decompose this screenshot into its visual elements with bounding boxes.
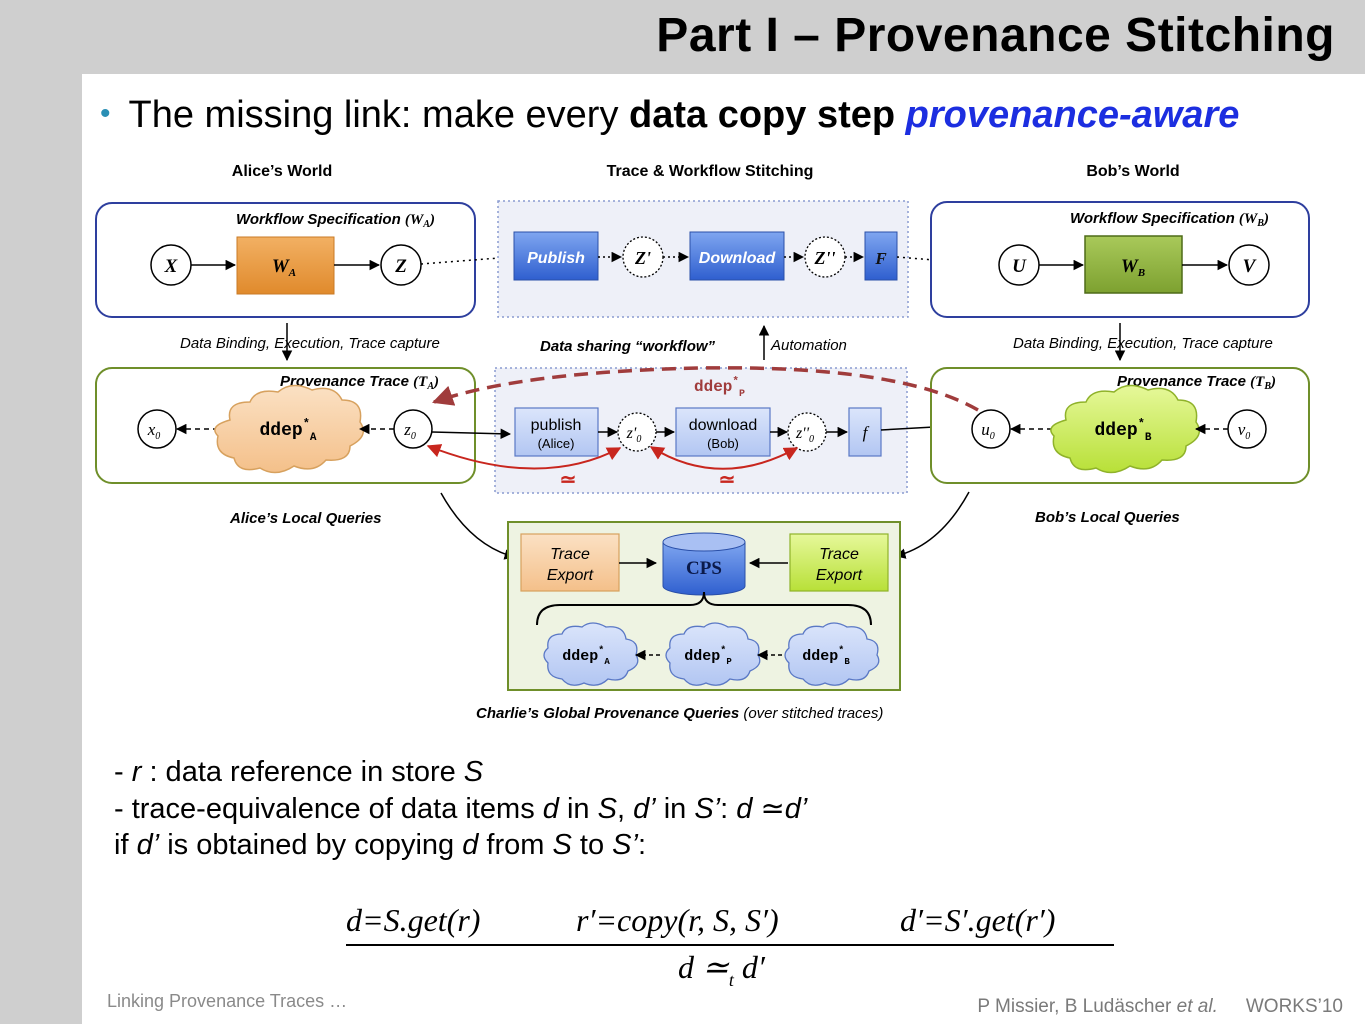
node-z-prime-0-label: z'0 [626,425,642,445]
node-z0-label: z0 [403,420,416,442]
equivalence-arc-left [426,444,622,470]
cps-brace [536,591,872,626]
premise-get-prime: d′=S′.get(r′) [900,902,1055,938]
svg-text:F: F [874,249,887,268]
bullet-text: The missing link: make every [128,94,630,136]
equivalence-arc-right [649,446,799,470]
bullet-point: • The missing link: make every data copy … [100,94,1239,137]
footer-title: Linking Provenance Traces … [107,991,348,1011]
cloud-ddep-b-label: ddep*B [802,645,850,667]
f-trace-box [848,407,882,457]
svg-text:Trace: Trace [819,546,859,563]
automation-label: Automation [770,337,847,354]
node-wa-label: WA [272,256,296,279]
node-v0-label: v0 [1238,420,1251,442]
premise-get: d=S.get(r) [346,902,480,938]
conclusion: d ≃t d′ [678,949,766,990]
stitching-heading: Trace & Workflow Stitching [607,163,814,180]
bullet-emphasis: provenance-aware [905,94,1240,136]
alice-wf-spec-label: Workflow Specification (WA) [236,211,435,230]
node-u0 [971,409,1011,449]
equiv-symbol-left: ≃ [560,469,577,491]
premise-copy: r′=copy(r, S, S′) [576,902,779,938]
svg-text:Z'': Z'' [814,248,836,268]
node-x0-label: x0 [147,420,161,442]
svg-text:Publish: Publish [527,250,585,267]
svg-text:(Bob): (Bob) [707,436,739,451]
svg-text:download: download [689,417,758,434]
trace-export-a [520,533,620,592]
svg-text:V: V [1243,256,1257,277]
cloud-ddep-p [665,622,761,686]
note-line-1: - r : data reference in store S [114,756,484,788]
notes-text: - r : data reference in store S - trace-… [114,754,807,864]
svg-text:Download: Download [699,250,777,267]
node-z-double-prime-0-label: z''0 [795,425,814,445]
ddep-a-label: ddep*A [259,417,316,444]
cloud-ddep-p-label: ddep*P [684,645,732,667]
bob-wf-spec-label: Workflow Specification (WB) [1070,210,1269,229]
global-queries-label: Charlie’s Global Provenance Queries (ove… [476,705,883,722]
ddep-p-arc [432,366,979,412]
svg-text:Export: Export [816,567,863,584]
publish-box [513,231,599,281]
ddep-a-cloud [214,384,365,474]
data-sharing-label: Data sharing “workflow” [540,338,716,355]
svg-text:publish: publish [531,417,582,434]
bob-local-queries: Bob’s Local Queries [1035,509,1180,526]
footer-credits: P Missier, B Ludäscher et al.WORKS’10 [977,996,1343,1017]
alice-local-queries: Alice’s Local Queries [229,510,381,527]
svg-text:X: X [164,256,179,277]
svg-text:(Alice): (Alice) [538,436,575,451]
left-margin-bar [0,74,82,1024]
node-z-prime-0 [617,412,657,452]
inference-rule-formula: d=S.get(r) r′=copy(r, S, S′) d′=S′.get(r… [346,902,1114,990]
note-line-2: - trace-equivalence of data items d in S… [114,792,808,825]
alice-prov-trace-label: Provenance Trace (TA) [280,373,439,392]
note-line-3: if d’ is obtained by copying d from S to… [114,829,647,861]
bob-prov-trace-label: Provenance Trace (TB) [1117,373,1276,392]
alice-world-heading: Alice’s World [232,163,332,180]
node-wb-label: WB [1121,256,1145,279]
f-box [864,231,898,281]
svg-text:f: f [863,423,870,442]
node-v [1228,244,1270,286]
download-box [689,231,785,281]
slide-title: Part I – Provenance Stitching [656,9,1335,62]
title-bar [0,0,1365,74]
alice-binding-label: Data Binding, Execution, Trace capture [180,335,440,352]
svg-text:Z': Z' [634,248,651,268]
cloud-ddep-b [784,622,880,686]
bullet-bold: data copy step [629,94,896,136]
equiv-symbol-right: ≃ [719,469,736,491]
bullet-dot-icon: • [100,97,111,130]
node-z [380,244,422,286]
cloud-ddep-a-label: ddep*A [562,645,610,667]
node-v0 [1227,409,1267,449]
svg-text:U: U [1012,256,1027,277]
node-z0 [393,409,433,449]
ddep-p-label: ddep*P [694,376,745,400]
svg-text:Export: Export [547,567,594,584]
svg-text:Trace: Trace [550,546,590,563]
svg-text:Z: Z [394,256,407,277]
bob-binding-label: Data Binding, Execution, Trace capture [1013,335,1273,352]
cloud-ddep-a [543,622,639,686]
trace-export-b [789,533,889,592]
bob-world-heading: Bob’s World [1086,163,1179,180]
node-x0 [137,409,177,449]
node-u0-label: u0 [981,420,995,442]
cps-label: CPS [686,558,722,579]
ddep-b-cloud [1050,384,1201,474]
ddep-b-label: ddep*B [1094,417,1151,444]
cps-database-icon [662,532,746,596]
